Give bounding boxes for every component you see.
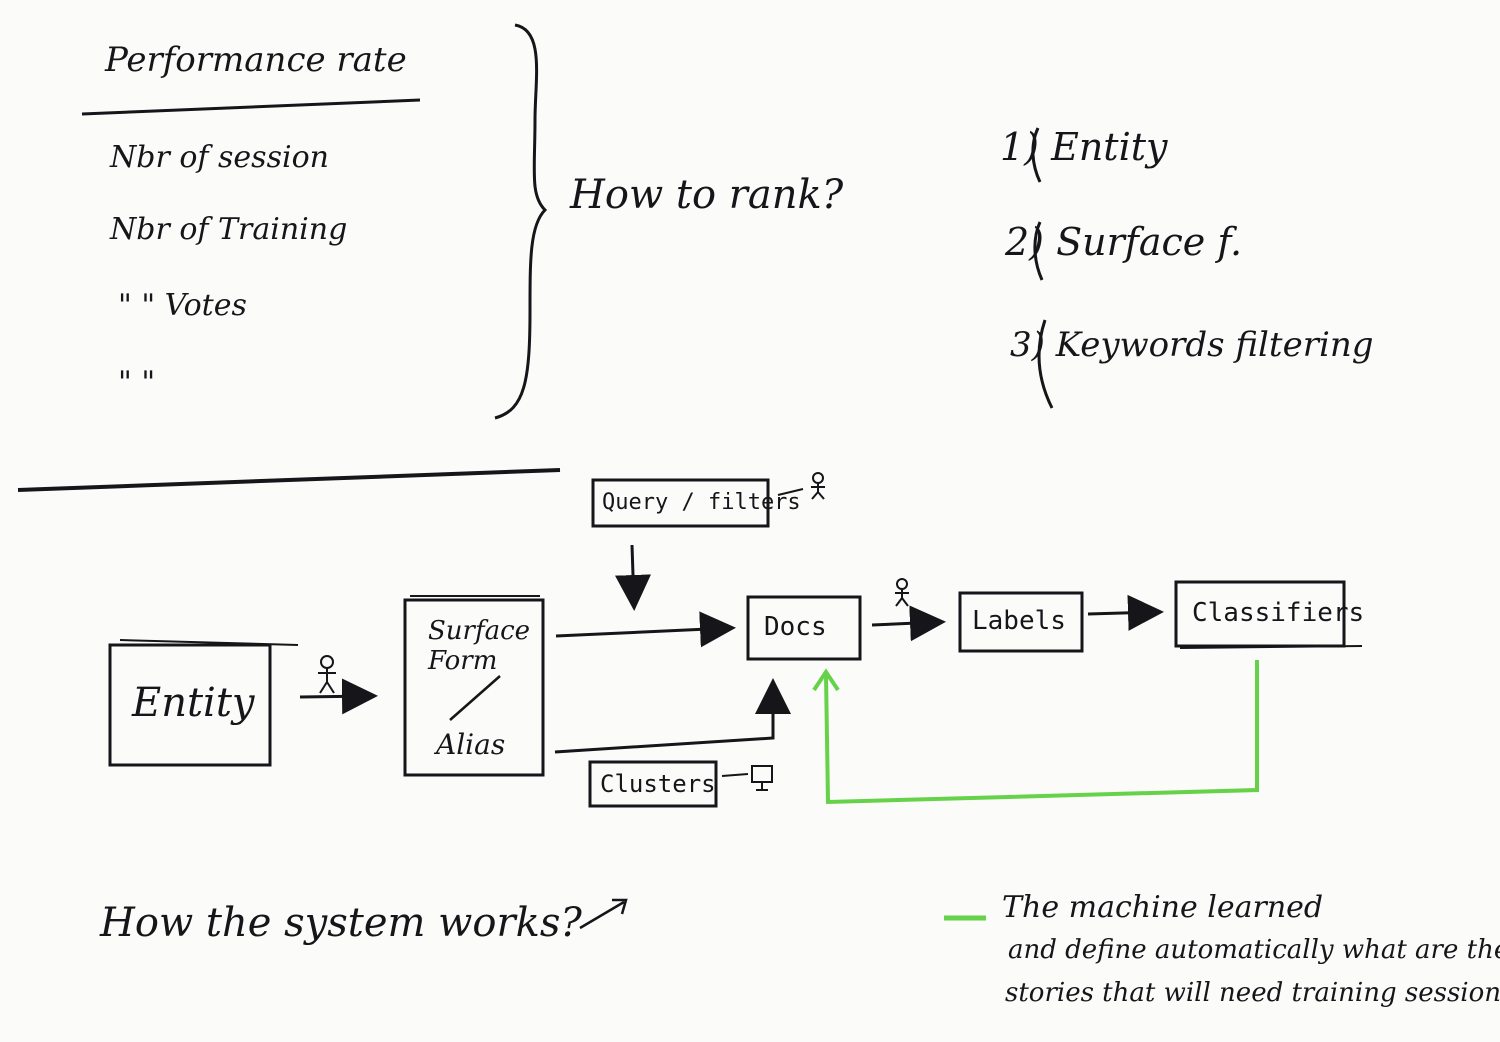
feedback-loop	[824, 660, 1259, 805]
person-icon	[895, 578, 909, 607]
docs-box	[746, 595, 862, 661]
clusters-box	[588, 760, 718, 808]
node-entity: Entity	[132, 680, 255, 726]
title-underline	[81, 98, 421, 116]
question-system: How the system works?	[100, 900, 582, 946]
metric-item: " "	[118, 365, 156, 400]
node-query-filters: Query / filters	[602, 490, 801, 515]
entity-box	[108, 643, 272, 767]
arrow-labels-to-classifiers	[1087, 594, 1164, 631]
legend-line: stories that will need training sessions…	[1005, 978, 1500, 1008]
metric-item: Nbr of session	[110, 140, 329, 175]
surface-form-box	[403, 598, 545, 777]
surface-alias-divider	[449, 675, 501, 721]
section-divider	[17, 468, 561, 492]
arrow-entity-to-surface	[299, 678, 378, 715]
node-labels: Labels	[972, 606, 1066, 636]
node-surface-form: Surface Form	[428, 616, 531, 676]
node-docs: Docs	[764, 612, 827, 642]
pointer-arrow	[579, 898, 628, 930]
legend-line: and define automatically what are the	[1008, 935, 1500, 965]
person-icon	[777, 472, 825, 500]
query-filters-box	[591, 478, 770, 528]
node-classifiers: Classifiers	[1192, 598, 1365, 628]
node-clusters: Clusters	[600, 770, 716, 798]
arrow-docs-to-labels	[871, 605, 946, 642]
computer-icon	[721, 765, 773, 791]
legend-line: The machine learned	[1002, 890, 1324, 925]
question-rank: How to rank?	[570, 172, 844, 218]
classifiers-box	[1174, 580, 1346, 648]
person-icon	[318, 655, 336, 694]
performance-title: Performance rate	[105, 40, 407, 80]
metric-item: Nbr of Training	[110, 212, 348, 247]
arrow-query-down	[615, 544, 651, 611]
labels-box	[958, 591, 1084, 653]
curly-brace	[494, 23, 548, 420]
rank-item-keywords: 3) Keywords filtering	[1010, 325, 1374, 365]
metric-item: " " Votes	[118, 288, 247, 323]
rank-item-entity: 1) Entity	[1000, 125, 1168, 169]
node-alias: Alias	[436, 728, 506, 761]
arrow-surface-to-docs	[555, 611, 736, 648]
rank-item-surface: 2) Surface f.	[1005, 220, 1243, 264]
arrow-alias-to-docs	[554, 678, 791, 754]
